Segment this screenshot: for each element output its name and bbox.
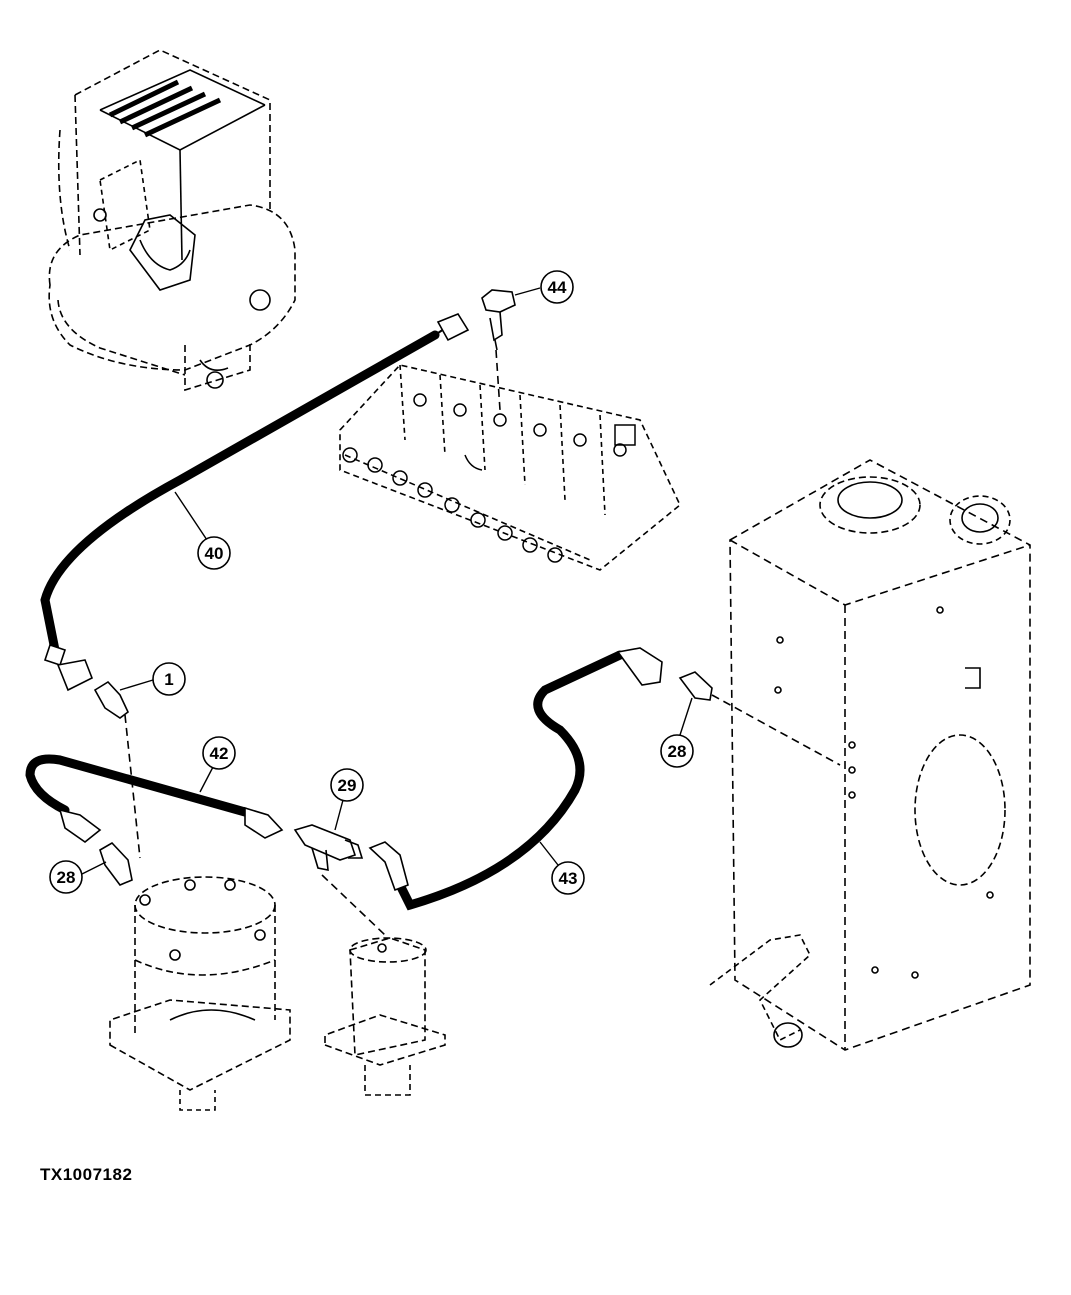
callout-label-29: 29: [338, 776, 357, 795]
control-valve-illustration: [339, 364, 681, 571]
callout-29: 29: [330, 768, 364, 831]
connector-28a-illustration: [99, 841, 133, 886]
swivel-joint-illustration: [324, 937, 446, 1096]
figure-id: TX1007182: [40, 1165, 133, 1184]
callout-label-28-right: 28: [668, 742, 687, 761]
elbow-fitting-44-illustration: [481, 289, 516, 411]
tee-fitting-29-illustration: [293, 824, 386, 936]
hydraulic-tank-illustration: [709, 459, 1031, 1051]
callout-42: 42: [199, 736, 236, 793]
callout-label-43: 43: [559, 869, 578, 888]
callout-43: 43: [539, 841, 585, 895]
callout-label-44: 44: [548, 278, 567, 297]
callout-28-right: 28: [660, 697, 694, 768]
hose-42-illustration: [25, 754, 284, 843]
callout-label-40: 40: [205, 544, 224, 563]
hose-43-illustration: [368, 647, 663, 911]
callout-28-left: 28: [49, 860, 107, 894]
callout-label-42: 42: [210, 744, 229, 763]
callout-label-1: 1: [164, 670, 173, 689]
excavator-cab-illustration: [48, 49, 296, 392]
callout-1: 1: [119, 662, 186, 696]
connector-1-illustration: [93, 680, 141, 859]
swing-motor-illustration: [109, 876, 291, 1111]
callout-44: 44: [514, 270, 574, 304]
callout-label-28-left: 28: [57, 868, 76, 887]
connector-28b-illustration: [678, 671, 841, 766]
hose-40-illustration: [40, 313, 470, 692]
callout-40: 40: [174, 491, 231, 570]
